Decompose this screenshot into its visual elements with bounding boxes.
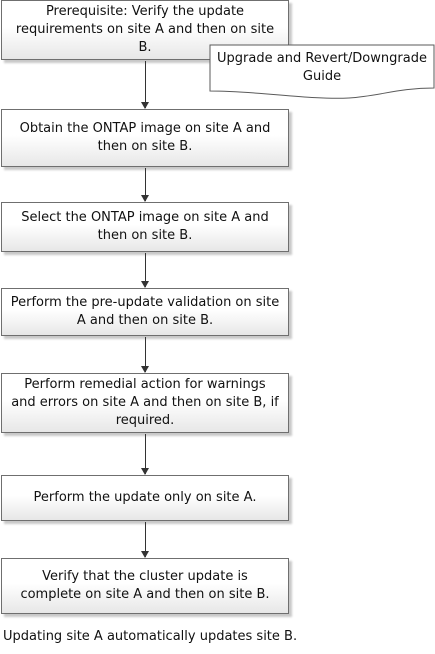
arrow-3	[141, 253, 149, 288]
step-obtain-image-text: Obtain the ONTAP image on site A and the…	[19, 121, 271, 154]
step-update-site-a-box: Perform the update only on site A.	[1, 475, 289, 521]
document-reference-shape	[209, 44, 435, 99]
step-verify-update-box: Verify that the cluster update is comple…	[1, 558, 289, 614]
step-obtain-image-box: Obtain the ONTAP image on site A and the…	[1, 109, 289, 167]
step-remedial-action-text: Perform remedial action for warnings and…	[11, 377, 279, 428]
arrow-4	[141, 337, 149, 373]
arrow-6	[141, 522, 149, 558]
arrow-1	[141, 61, 149, 109]
step-prerequisite-box: Prerequisite: Verify the update requirem…	[1, 0, 289, 60]
document-reference-label: Upgrade and Revert/Downgrade Guide	[217, 51, 427, 84]
step-select-image-text: Select the ONTAP image on site A and the…	[21, 210, 269, 243]
arrow-5	[141, 434, 149, 475]
step-select-image-box: Select the ONTAP image on site A and the…	[1, 202, 289, 252]
arrow-2	[141, 168, 149, 202]
step-update-site-a-text: Perform the update only on site A.	[33, 490, 257, 505]
step-remedial-action-box: Perform remedial action for warnings and…	[1, 373, 289, 433]
step-prerequisite-text: Prerequisite: Verify the update requirem…	[15, 4, 275, 55]
step-pre-update-validation-box: Perform the pre-update validation on sit…	[1, 288, 289, 336]
footer-note: Updating site A automatically updates si…	[3, 629, 298, 644]
step-verify-update-text: Verify that the cluster update is comple…	[20, 569, 270, 602]
step-pre-update-validation-text: Perform the pre-update validation on sit…	[10, 295, 280, 328]
document-outline	[209, 44, 435, 99]
